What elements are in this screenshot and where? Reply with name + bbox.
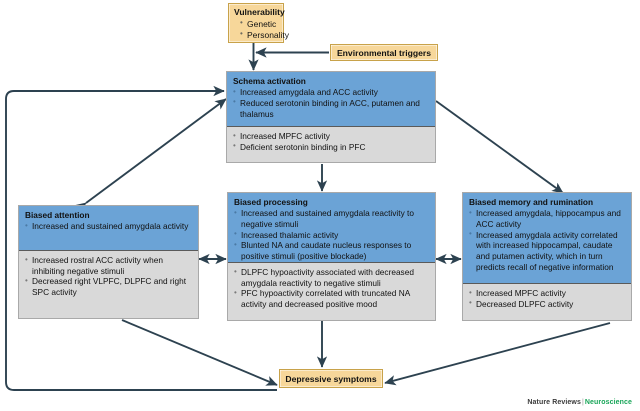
biased-processing-title: Biased processing — [234, 197, 308, 207]
biased-attention-lower-panel: Increased rostral ACC activity when inhi… — [19, 251, 198, 318]
biased-memory-lower-list: Increased MPFC activity Decreased DLPFC … — [469, 288, 625, 309]
arrow-schema-to-memory — [435, 100, 564, 194]
list-item: Blunted NA and caudate nucleus responses… — [234, 240, 429, 261]
list-item: Genetic — [240, 18, 279, 30]
biased-attention-lower-list: Increased rostral ACC activity when inhi… — [25, 254, 192, 298]
list-item: Increased amygdala, hippocampus and ACC … — [469, 208, 625, 229]
list-item: PFC hypoactivity correlated with truncat… — [234, 288, 429, 309]
schema-activation-lower-list: Increased MPFC activity Deficient seroto… — [233, 131, 429, 152]
list-item: Increased amygdala activity correlated w… — [469, 229, 625, 273]
schema-activation-box: Schema activation Increased amygdala and… — [226, 71, 436, 163]
vulnerability-box: Vulnerability Genetic Personality — [228, 3, 289, 43]
arrow-schema-attention — [74, 98, 227, 214]
biased-memory-title: Biased memory and rumination — [469, 197, 594, 207]
list-item: Deficient serotonin binding in PFC — [233, 141, 429, 153]
list-item: Increased thalamic activity — [234, 229, 429, 241]
schema-activation-title: Schema activation — [233, 76, 306, 86]
list-item: DLPFC hypoactivity associated with decre… — [234, 266, 429, 288]
depressive-symptoms-label: Depressive symptoms — [285, 373, 377, 384]
list-item: Reduced serotonin binding in ACC, putame… — [233, 97, 429, 119]
environmental-triggers-label: Environmental triggers — [336, 47, 432, 58]
vulnerability-list: Genetic Personality — [234, 18, 289, 41]
biased-processing-upper-list: Increased and sustained amygdala reactiv… — [234, 208, 429, 261]
biased-memory-box: Biased memory and rumination Increased a… — [462, 192, 632, 321]
biased-processing-lower-list: DLPFC hypoactivity associated with decre… — [234, 266, 429, 310]
environmental-triggers-box: Environmental triggers — [330, 44, 438, 61]
biased-attention-title: Biased attention — [25, 210, 90, 220]
biased-processing-lower-panel: DLPFC hypoactivity associated with decre… — [228, 263, 435, 320]
biased-processing-box: Biased processing Increased and sustaine… — [227, 192, 436, 321]
depressive-symptoms-box: Depressive symptoms — [279, 369, 383, 388]
list-item: Increased MPFC activity — [469, 288, 625, 299]
list-item: Personality — [240, 29, 289, 41]
schema-activation-upper-panel: Schema activation Increased amygdala and… — [227, 72, 435, 127]
biased-attention-upper-panel: Biased attention Increased and sustained… — [19, 206, 198, 251]
biased-processing-upper-panel: Biased processing Increased and sustaine… — [228, 193, 435, 263]
biased-memory-upper-panel: Biased memory and rumination Increased a… — [463, 193, 631, 284]
journal-credit: Nature Reviews|Neuroscience — [527, 399, 632, 406]
list-item: Decreased right VLPFC, DLPFC and right S… — [25, 276, 192, 297]
biased-attention-upper-list: Increased and sustained amygdala activit… — [25, 221, 192, 232]
list-item: Increased MPFC activity — [233, 131, 429, 142]
list-item: Increased amygdala and ACC activity — [233, 87, 429, 98]
credit-publisher: Nature Reviews — [527, 399, 581, 406]
credit-separator: | — [581, 399, 584, 406]
schema-activation-upper-list: Increased amygdala and ACC activity Redu… — [233, 87, 429, 119]
biased-memory-upper-list: Increased amygdala, hippocampus and ACC … — [469, 208, 625, 272]
list-item: Increased and sustained amygdala reactiv… — [234, 208, 429, 229]
credit-journal: Neuroscience — [584, 399, 632, 406]
arrow-attention-to-symptoms — [121, 319, 278, 386]
list-item: Increased rostral ACC activity when inhi… — [25, 254, 192, 276]
list-item: Decreased DLPFC activity — [469, 298, 625, 310]
biased-attention-box: Biased attention Increased and sustained… — [18, 205, 199, 319]
biased-memory-lower-panel: Increased MPFC activity Decreased DLPFC … — [463, 284, 631, 320]
list-item: Increased and sustained amygdala activit… — [25, 221, 192, 232]
schema-activation-lower-panel: Increased MPFC activity Deficient seroto… — [227, 127, 435, 162]
vulnerability-title: Vulnerability — [234, 7, 285, 17]
arrow-memory-to-symptoms — [384, 322, 611, 386]
